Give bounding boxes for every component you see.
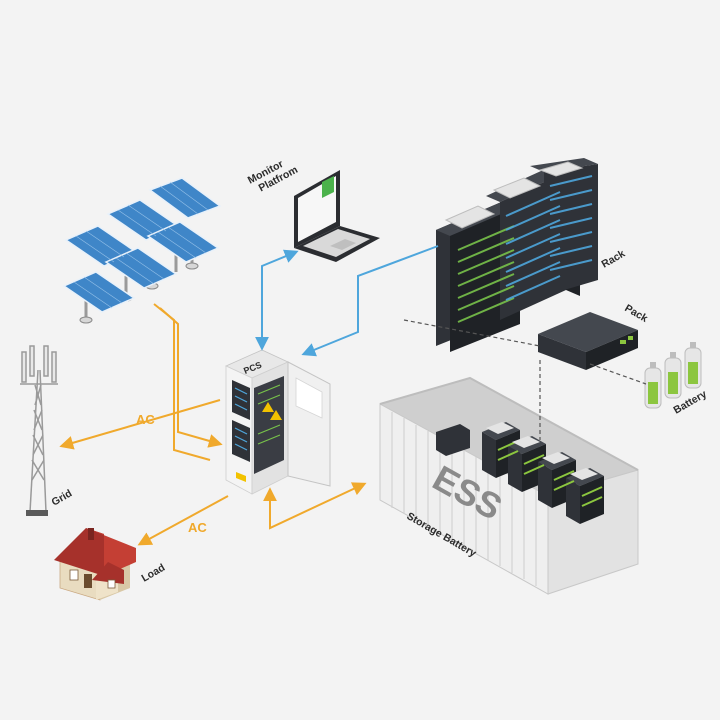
svg-text:Monitor Platfrom: Monitor Platfrom xyxy=(246,153,300,197)
ac-load-label: AC xyxy=(188,520,207,535)
pcs-cabinet: PCS xyxy=(225,349,331,495)
load-label: Load xyxy=(140,562,168,585)
ess-container: ESS xyxy=(379,376,639,595)
pack-unit-icon xyxy=(538,312,638,370)
ac-flow-lines xyxy=(59,303,367,546)
data-link-lines xyxy=(255,245,439,357)
grid-tower-icon xyxy=(20,345,58,516)
house-icon xyxy=(54,528,136,601)
rack-cabinets xyxy=(436,158,598,352)
rack-label: Rack xyxy=(600,248,628,271)
ac-grid-label: AC xyxy=(136,412,155,427)
hierarchy-dashed-lines xyxy=(403,319,647,440)
solar-panel-array xyxy=(62,177,222,324)
pack-label: Pack xyxy=(623,302,650,325)
grid-label: Grid xyxy=(50,487,75,508)
battery-cells-icon xyxy=(644,342,702,409)
laptop-icon xyxy=(294,170,380,262)
